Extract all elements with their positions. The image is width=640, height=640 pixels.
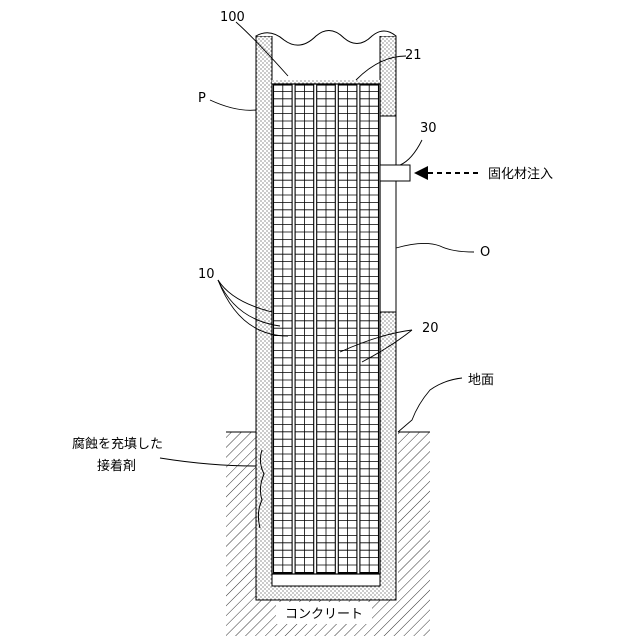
label-30: 30 [420, 121, 437, 136]
reinforcement-strand [317, 85, 336, 573]
reinforcement-strand [360, 85, 379, 573]
label-O: O [480, 245, 490, 260]
reinforcement-strand [295, 85, 314, 573]
opening-O [380, 116, 396, 312]
ground-label: 地面 [468, 373, 494, 388]
label-20: 20 [422, 321, 439, 336]
injection-arrow-head [414, 166, 428, 180]
injection-pipe [380, 165, 410, 181]
reinforcement-strand [274, 85, 293, 573]
label-21: 21 [405, 48, 422, 63]
reinforcement-bundle [272, 84, 380, 574]
label-100: 100 [220, 10, 245, 25]
pole-torn-top [256, 30, 396, 45]
adhesive-label-line1: 腐蝕を充填した [72, 436, 163, 452]
label-10: 10 [198, 267, 215, 282]
reinforcement-strand [338, 85, 357, 573]
concrete-label: コンクリート [285, 607, 363, 622]
adhesive-label-line2: 接着剤 [97, 458, 136, 474]
label-P: P [198, 91, 206, 106]
inject-label: 固化材注入 [488, 167, 553, 182]
